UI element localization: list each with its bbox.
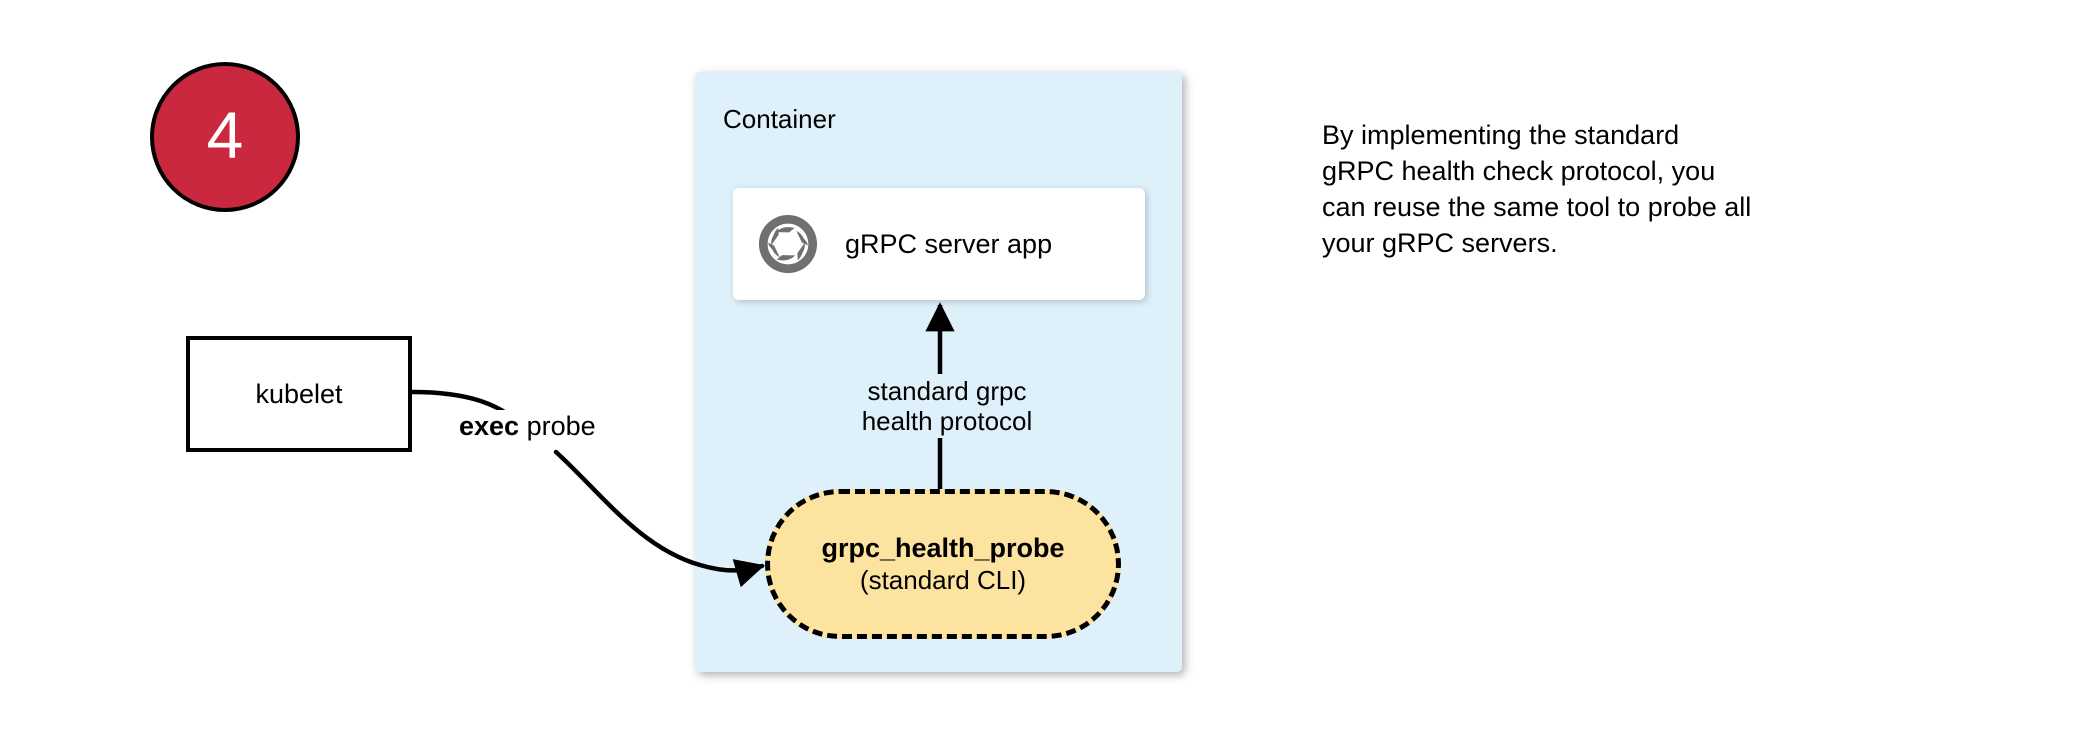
side-note-line: can reuse the same tool to probe all	[1322, 191, 1752, 222]
grpc-health-probe-subtitle: (standard CLI)	[859, 564, 1027, 595]
step-number-badge: 4	[150, 62, 300, 212]
side-note: By implementing the standard gRPC health…	[1322, 118, 1942, 262]
kubelet-box: kubelet	[186, 336, 412, 452]
health-protocol-line-2: health protocol	[861, 406, 1033, 437]
side-note-line: gRPC health check protocol, you	[1322, 155, 1716, 186]
grpc-server-app-card: gRPC server app	[733, 188, 1145, 300]
grpc-health-probe-node: grpc_health_probe (standard CLI)	[765, 489, 1121, 639]
grpc-server-app-label: gRPC server app	[845, 228, 1053, 259]
side-note-line: By implementing the standard	[1322, 120, 1680, 150]
step-number-text: 4	[206, 98, 244, 172]
container-label: Container	[723, 104, 836, 134]
grpc-health-probe-text: grpc_health_probe (standard CLI)	[765, 489, 1121, 639]
exec-probe-label-rest: probe	[519, 411, 596, 441]
kubelet-label: kubelet	[255, 378, 343, 409]
health-protocol-edge-label: standard grpc health protocol	[828, 374, 1066, 439]
exec-probe-label-bold: exec	[459, 411, 520, 441]
exec-probe-edge-label: exec probe	[452, 410, 603, 443]
health-protocol-line-1: standard grpc	[867, 376, 1027, 406]
side-note-line: your gRPC servers.	[1322, 227, 1558, 258]
grpc-health-probe-title: grpc_health_probe	[821, 532, 1065, 563]
aperture-icon	[758, 214, 818, 274]
grpc-health-probe-shape	[765, 489, 1121, 639]
